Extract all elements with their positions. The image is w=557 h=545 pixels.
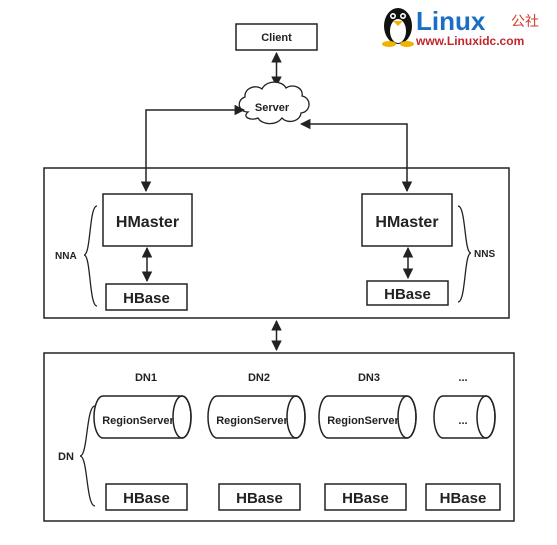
- client-box: [235, 23, 318, 51]
- server-nna-connector: [140, 104, 246, 193]
- server-cloud: [238, 81, 310, 125]
- nns-hbase-label: HBase: [384, 286, 431, 303]
- watermark-url: www.Linuxidc.com: [415, 34, 524, 48]
- nns-hmaster-label: HMaster: [375, 214, 438, 231]
- nna-hbase-box: [105, 283, 188, 311]
- server-nns-connector: [299, 118, 413, 193]
- dn2-regionserver-label: RegionServer: [216, 415, 288, 427]
- dn2-hbase-box: [218, 483, 301, 511]
- dn4-regionserver-label: ...: [458, 415, 467, 427]
- dn-label: DN: [58, 451, 74, 463]
- watermark-logo: Linux 公社 www.Linuxidc.com: [382, 6, 539, 48]
- dn2-label: DN2: [248, 372, 270, 384]
- dn1-hbase-label: HBase: [123, 490, 170, 507]
- nna-hmaster-box: [102, 193, 193, 247]
- nns-hbase-box: [366, 280, 449, 306]
- dn4-hbase-label: HBase: [440, 490, 487, 507]
- dn3-label: DN3: [358, 372, 380, 384]
- dn1-hbase-box: [105, 483, 188, 511]
- server-label: Server: [255, 102, 290, 114]
- nna-brace: [83, 205, 98, 307]
- dn3-hbase-label: HBase: [342, 490, 389, 507]
- dn1-regionserver-label: RegionServer: [102, 415, 174, 427]
- nna-hmaster-label: HMaster: [116, 214, 179, 231]
- master-cluster-box: [43, 167, 510, 319]
- nns-brace: [457, 205, 472, 303]
- nns-hmaster-box: [361, 193, 453, 247]
- data-cluster-box: [43, 352, 515, 522]
- nna-label: NNA: [55, 251, 77, 262]
- dn2-hbase-label: HBase: [236, 490, 283, 507]
- dn2-regionserver-cylinder: [207, 395, 306, 439]
- nns-label: NNS: [474, 249, 495, 260]
- nna-hbase-label: HBase: [123, 290, 170, 307]
- dn3-regionserver-label: RegionServer: [327, 415, 399, 427]
- client-label: Client: [261, 32, 292, 44]
- dn-brace: [79, 405, 96, 507]
- penguin-icon: [382, 8, 414, 47]
- dn3-hbase-box: [324, 483, 407, 511]
- dn4-hbase-box: [425, 483, 501, 511]
- dn3-regionserver-cylinder: [318, 395, 417, 439]
- dn4-label: ...: [458, 372, 467, 384]
- watermark-brand-suffix: 公社: [511, 14, 539, 30]
- dn1-label: DN1: [135, 372, 157, 384]
- dn1-regionserver-cylinder: [93, 395, 192, 439]
- dn4-regionserver-cylinder: [433, 395, 496, 439]
- watermark-brand: Linux: [416, 6, 486, 36]
